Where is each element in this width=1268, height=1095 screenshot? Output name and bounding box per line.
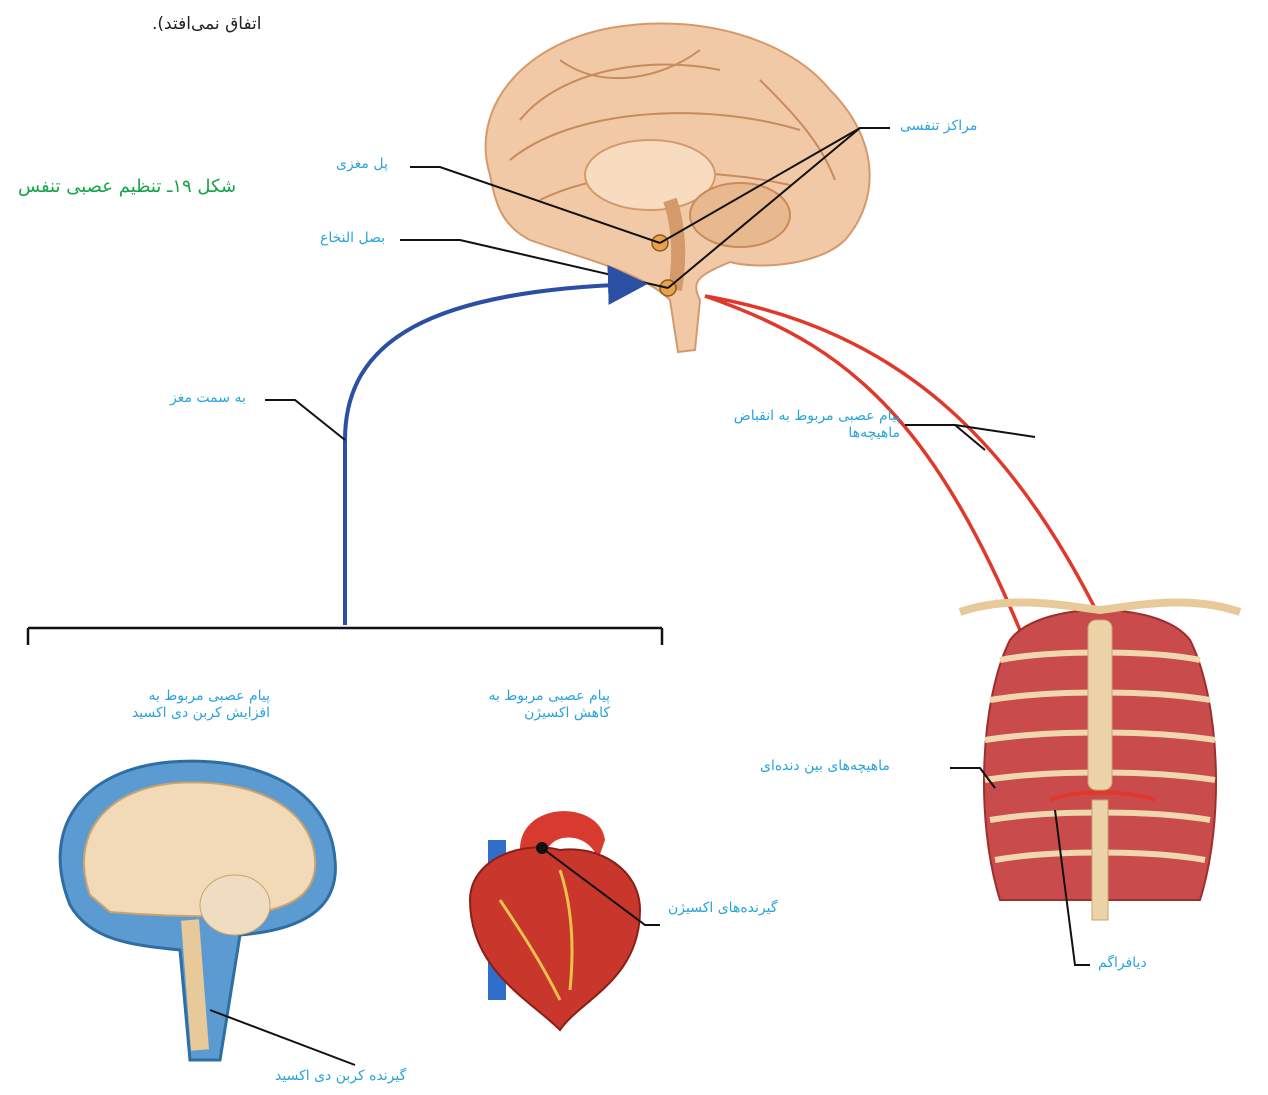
receptor-bracket	[28, 628, 662, 645]
muscle-signal-label: پیام عصبی مربوط به انقباض ماهیچه‌ها	[700, 408, 900, 442]
medulla-label: بصل النخاع	[320, 230, 385, 247]
rib-cage-illustration	[960, 602, 1240, 920]
top-brain-illustration	[486, 23, 870, 352]
muscle-signal-label-line1: پیام عصبی مربوط به انقباض	[700, 408, 900, 425]
o2-signal-label-line1: پیام عصبی مربوط به	[440, 688, 610, 705]
oxygen-receptors-label: گیرنده‌های اکسیژن	[668, 900, 778, 917]
co2-signal-label-line2: افزایش کربن دی اکسید	[80, 705, 270, 722]
afferent-arrow	[265, 284, 640, 625]
to-brain-label: به سمت مغز	[170, 390, 246, 407]
heart-illustration	[470, 811, 640, 1030]
pons-label: پل مغزی	[336, 156, 388, 173]
co2-receptor-label: گیرنده کربن دی اکسید	[275, 1068, 406, 1085]
intercostal-label: ماهیچه‌های بین دنده‌ای	[760, 758, 890, 775]
o2-signal-label-line2: کاهش اکسیژن	[440, 705, 610, 722]
co2-signal-label: پیام عصبی مربوط به افزایش کربن دی اکسید	[80, 688, 270, 722]
diaphragm-label: دیافراگم	[1098, 955, 1147, 972]
respiratory-centers-label: مراکز تنفسی	[900, 118, 977, 135]
to-brain-leader	[265, 400, 345, 440]
co2-signal-label-line1: پیام عصبی مربوط به	[80, 688, 270, 705]
co2-brain-illustration	[60, 761, 335, 1060]
co2-receptor-leader	[210, 1010, 355, 1065]
o2-signal-label: پیام عصبی مربوط به کاهش اکسیژن	[440, 688, 610, 722]
muscle-signal-leader-1	[905, 425, 985, 450]
muscle-signal-label-line2: ماهیچه‌ها	[700, 425, 900, 442]
